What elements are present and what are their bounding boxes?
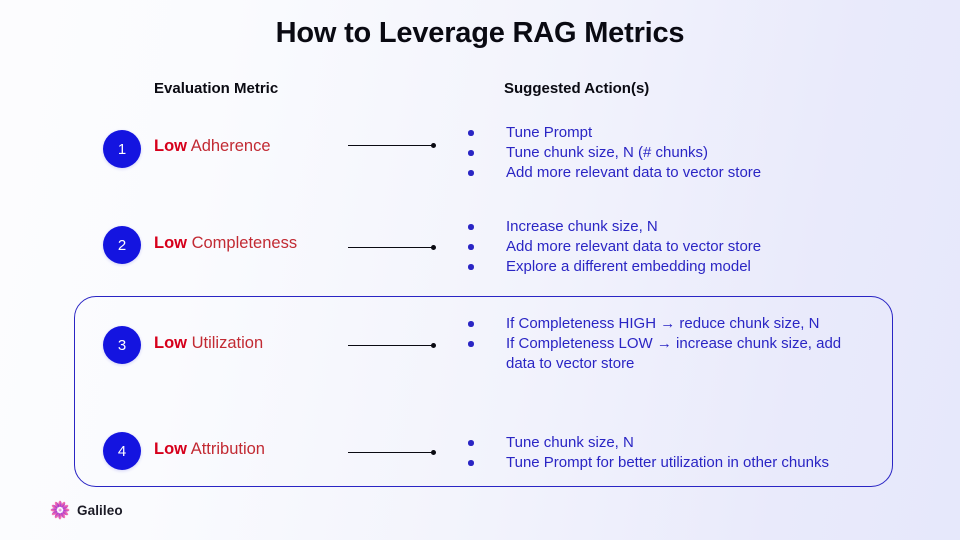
action-item: Tune chunk size, N (# chunks) — [468, 143, 761, 163]
connector-stroke — [348, 247, 433, 249]
bullet-icon — [468, 460, 474, 466]
metric-row: 1 Low Adherence Tune Prompt Tune chunk s… — [0, 120, 960, 210]
bullet-icon — [468, 321, 474, 327]
metric-row: 2 Low Completeness Increase chunk size, … — [0, 217, 960, 307]
action-item: If Completeness LOW → increase chunk siz… — [468, 334, 860, 373]
action-text: If Completeness LOW → increase chunk siz… — [506, 335, 842, 372]
action-item: Add more relevant data to vector store — [468, 237, 761, 257]
bullet-icon — [468, 341, 474, 347]
action-list: Tune Prompt Tune chunk size, N (# chunks… — [468, 123, 761, 183]
column-header-evaluation-metric: Evaluation Metric — [154, 80, 279, 97]
action-text: Tune chunk size, N — [506, 434, 634, 451]
action-item: If Completeness HIGH → reduce chunk size… — [468, 314, 860, 334]
bullet-icon — [468, 150, 474, 156]
action-text: Tune Prompt for better utilization in ot… — [506, 454, 829, 471]
bullet-icon — [468, 264, 474, 270]
bullet-icon — [468, 244, 474, 250]
column-header-suggested-actions: Suggested Action(s) — [504, 80, 650, 97]
connector-stroke — [348, 145, 433, 147]
metric-name: Completeness — [191, 234, 298, 252]
bullet-icon — [468, 130, 474, 136]
connector-line — [348, 449, 436, 456]
metric-label: Low Attribution — [154, 440, 265, 459]
action-item: Tune Prompt — [468, 123, 761, 143]
action-text: Add more relevant data to vector store — [506, 238, 762, 255]
metric-qualifier: Low — [154, 234, 187, 252]
action-list: Increase chunk size, N Add more relevant… — [468, 217, 761, 277]
metric-name: Attribution — [190, 440, 265, 458]
action-text: Increase chunk size, N — [506, 218, 658, 235]
connector-endpoint-dot — [431, 245, 436, 250]
metric-label: Low Adherence — [154, 137, 271, 156]
action-item: Tune Prompt for better utilization in ot… — [468, 453, 829, 473]
action-text: Add more relevant data to vector store — [506, 164, 762, 181]
bullet-icon — [468, 440, 474, 446]
row-number-badge: 2 — [103, 226, 141, 264]
metric-row: 4 Low Attribution Tune chunk size, N Tun… — [0, 422, 960, 512]
galileo-flower-icon — [50, 500, 70, 520]
highlight-callout-box — [74, 296, 893, 487]
action-list: If Completeness HIGH → reduce chunk size… — [468, 314, 860, 373]
row-number-badge: 1 — [103, 130, 141, 168]
connector-stroke — [348, 345, 433, 347]
metric-label: Low Completeness — [154, 234, 297, 253]
galileo-logo: Galileo — [50, 500, 123, 520]
page-title: How to Leverage RAG Metrics — [275, 17, 685, 49]
connector-line — [348, 142, 436, 149]
row-number-badge: 3 — [103, 326, 141, 364]
action-list: Tune chunk size, N Tune Prompt for bette… — [468, 433, 829, 473]
connector-endpoint-dot — [431, 343, 436, 348]
metric-label: Low Utilization — [154, 334, 263, 353]
action-item: Add more relevant data to vector store — [468, 163, 761, 183]
connector-stroke — [348, 452, 433, 454]
galileo-wordmark: Galileo — [77, 502, 123, 518]
connector-endpoint-dot — [431, 143, 436, 148]
row-number-badge: 4 — [103, 432, 141, 470]
action-item: Tune chunk size, N — [468, 433, 829, 453]
metric-qualifier: Low — [154, 440, 187, 458]
bullet-icon — [468, 170, 474, 176]
action-item: Explore a different embedding model — [468, 257, 761, 277]
connector-endpoint-dot — [431, 450, 436, 455]
metric-qualifier: Low — [154, 334, 187, 352]
metric-row: 3 Low Utilization If Completeness HIGH →… — [0, 314, 960, 407]
action-item: Increase chunk size, N — [468, 217, 761, 237]
metric-name: Adherence — [190, 137, 271, 155]
bullet-icon — [468, 224, 474, 230]
connector-line — [348, 244, 436, 251]
action-text: Tune chunk size, N (# chunks) — [506, 144, 709, 161]
action-text: Tune Prompt — [506, 124, 593, 141]
action-text: If Completeness HIGH → reduce chunk size… — [506, 315, 820, 332]
action-text: Explore a different embedding model — [506, 258, 751, 275]
metric-name: Utilization — [191, 334, 264, 352]
connector-line — [348, 342, 436, 349]
metric-qualifier: Low — [154, 137, 187, 155]
